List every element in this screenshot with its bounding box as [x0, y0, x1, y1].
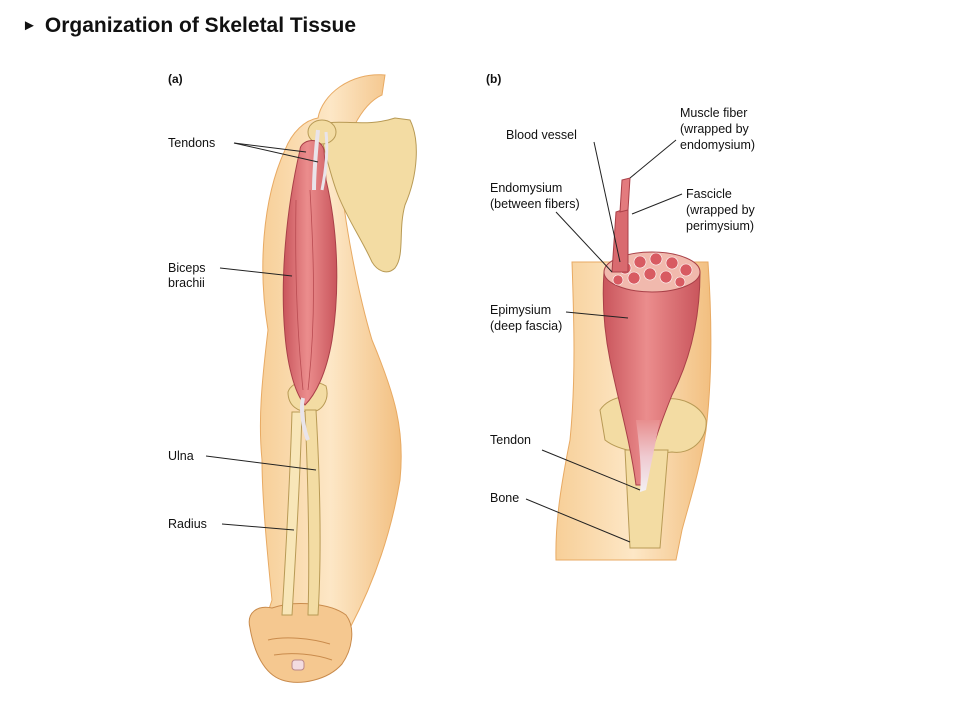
label-muscle-fiber-line1: Muscle fiber: [680, 106, 748, 120]
radius-bone: [281, 411, 303, 616]
thumbnail-nail-icon: [291, 659, 305, 671]
panel-label-b: (b): [486, 72, 502, 86]
label-radius: Radius: [168, 517, 207, 531]
label-fascicle-line3: perimysium): [686, 219, 755, 233]
label-endomysium-line1: Endomysium: [490, 181, 563, 195]
scapula-bone: [307, 117, 417, 273]
biceps-lower-tendon: [299, 397, 310, 441]
leader-lines-a: [205, 142, 319, 531]
label-bone-b: Bone: [490, 491, 520, 505]
muscle-fiber-extended: [619, 177, 631, 213]
page-title: ► Organization of Skeletal Tissue: [22, 14, 356, 38]
label-epimysium-line1: Epimysium: [490, 303, 552, 317]
label-muscle-fiber-line2: (wrapped by: [680, 122, 749, 136]
ulna-bone: [304, 409, 321, 616]
biceps-upper-tendon: [312, 129, 320, 191]
label-ulna: Ulna: [168, 449, 194, 463]
title-arrow-icon: ►: [22, 17, 37, 34]
muscle-section-b: [602, 177, 701, 492]
biceps-muscle: [282, 129, 338, 441]
label-tendons: Tendons: [168, 136, 216, 150]
tendon-b: [636, 420, 660, 492]
fascicle-extended: [611, 207, 629, 273]
title-text: Organization of Skeletal Tissue: [44, 14, 357, 37]
leader-lines-b: [525, 139, 683, 543]
label-tendon-b: Tendon: [490, 433, 532, 447]
label-biceps-line1: Biceps: [168, 261, 206, 275]
label-fascicle-line2: (wrapped by: [686, 203, 755, 217]
label-blood-vessel: Blood vessel: [506, 128, 577, 142]
label-epimysium-line2: (deep fascia): [490, 319, 563, 333]
panel-label-a: (a): [168, 72, 183, 86]
label-endomysium-line2: (between fibers): [490, 197, 580, 211]
fist-shape: [248, 603, 353, 683]
label-fascicle-line1: Fascicle: [686, 187, 732, 201]
label-muscle-fiber-line3: endomysium): [680, 138, 756, 152]
label-biceps-line2: brachii: [168, 276, 205, 290]
